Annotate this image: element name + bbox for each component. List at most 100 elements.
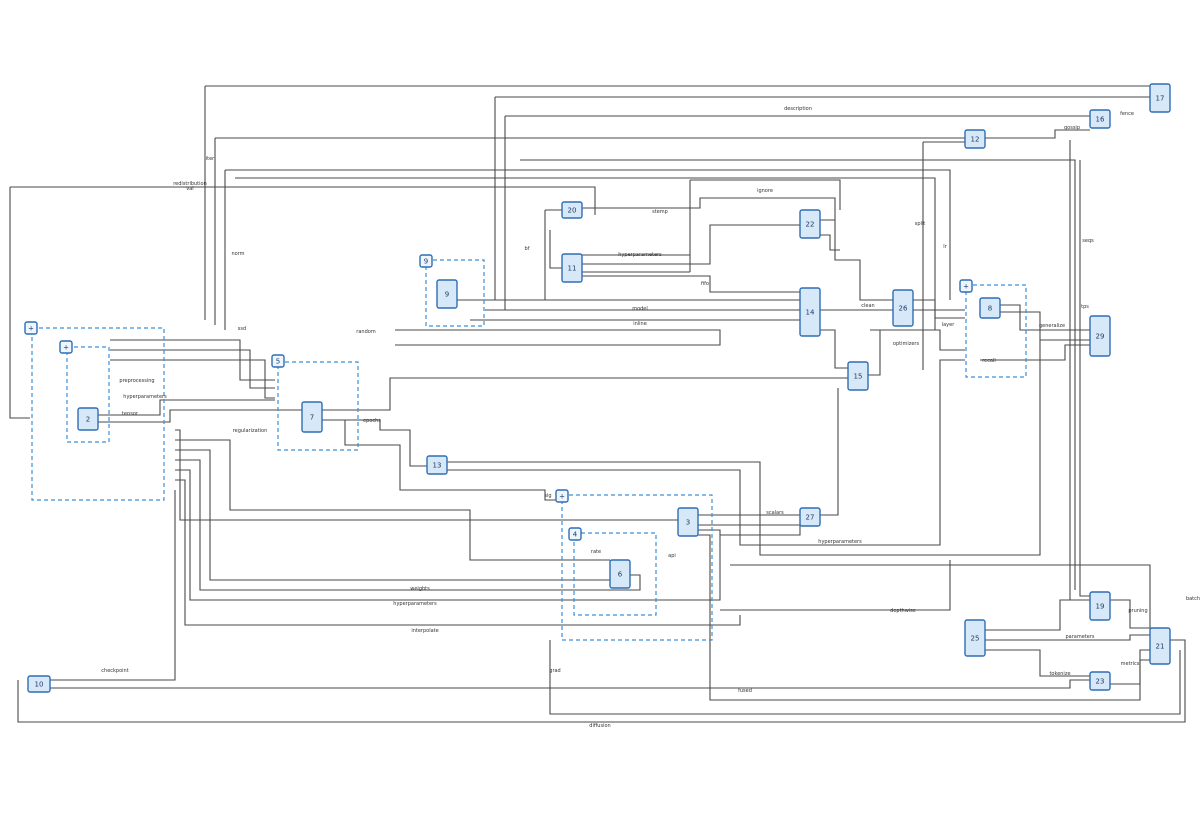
node-22[interactable]: 22 [799,209,821,239]
node-box[interactable] [301,401,323,433]
node-19[interactable]: 19 [1089,591,1111,621]
node-label: 25 [971,635,980,643]
node-label: + [963,283,969,291]
node-box[interactable] [799,507,821,527]
node-box[interactable] [1089,591,1111,621]
node-box[interactable] [1089,109,1111,129]
node-box[interactable] [561,201,583,219]
group-collapse-icon[interactable] [568,527,582,541]
connector-line [447,340,1041,556]
edge-label: regularization [233,428,268,434]
node-box[interactable] [964,129,986,149]
connector-line [235,177,936,330]
connector-line [698,534,1150,701]
node-box[interactable] [77,407,99,431]
connector-line [110,359,275,399]
node-20[interactable]: 20 [561,201,583,219]
node-box[interactable] [1089,671,1111,691]
edge-label: tokenize [1049,671,1070,677]
node-21[interactable]: 21 [1149,627,1171,665]
node-7[interactable]: 7 [301,401,323,433]
node-label: 2 [86,416,90,424]
connector-line [820,329,848,369]
node-15[interactable]: 15 [847,361,869,391]
node-g-left-inner[interactable]: + [59,340,73,354]
node-13[interactable]: 13 [426,455,448,475]
node-box[interactable] [436,279,458,309]
group-collapse-icon[interactable] [419,254,433,268]
node-g-9[interactable]: 9 [419,254,433,268]
node-box[interactable] [1149,627,1171,665]
edge-label: gossip [1064,125,1080,131]
connector-line [582,275,800,293]
edge-label: model [632,306,648,312]
node-box[interactable] [27,675,51,693]
edge-label: generalize [1039,323,1065,329]
node-14[interactable]: 14 [799,287,821,337]
node-17[interactable]: 17 [1149,83,1171,113]
edge-label: optimizers [893,341,920,347]
connector-line [1000,311,1090,341]
node-29[interactable]: 29 [1089,315,1111,357]
edge-label: hyperparameters [818,539,862,545]
edge-label: batch [1186,596,1200,602]
connector-line [215,129,1090,139]
connector-line [985,599,1090,631]
edge-label: checkpoint [101,668,128,674]
connector-line [549,230,562,269]
node-g-left-outer[interactable]: + [24,321,38,335]
node-box[interactable] [799,209,821,239]
edge-label: description [784,106,812,112]
edge-label: ssd [238,326,246,332]
node-box[interactable] [847,361,869,391]
node-box[interactable] [964,619,986,657]
connector-line [698,524,801,536]
group-collapse-icon[interactable] [24,321,38,335]
node-23[interactable]: 23 [1089,671,1111,691]
group-collapse-icon[interactable] [59,340,73,354]
node-box[interactable] [609,559,631,589]
node-26[interactable]: 26 [892,289,914,327]
node-box[interactable] [561,253,583,283]
connector-line [582,197,836,221]
edge-label: lr [943,244,947,250]
node-9[interactable]: 9 [436,279,458,309]
node-g-8[interactable]: + [959,279,973,293]
connector-line [175,449,610,581]
connector-line [395,329,721,346]
group-container [31,327,165,501]
group-collapse-icon[interactable] [959,279,973,293]
node-11[interactable]: 11 [561,253,583,283]
node-box[interactable] [892,289,914,327]
node-16[interactable]: 16 [1089,109,1111,129]
node-label: 14 [806,309,815,317]
node-box[interactable] [799,287,821,337]
node-box[interactable] [1149,83,1171,113]
node-box[interactable] [677,507,699,537]
node-3[interactable]: 3 [677,507,699,537]
node-10[interactable]: 10 [27,675,51,693]
edge-label: hyperparameters [123,394,167,400]
node-box[interactable] [426,455,448,475]
connector-line [1079,160,1090,597]
node-box[interactable] [1089,315,1111,357]
node-8[interactable]: 8 [979,297,1001,319]
node-label: 10 [35,681,44,689]
node-25[interactable]: 25 [964,619,986,657]
node-2[interactable]: 2 [77,407,99,431]
group-container [66,346,110,443]
node-g-3[interactable]: + [555,489,569,503]
node-12[interactable]: 12 [964,129,986,149]
node-g-7[interactable]: 5 [271,354,285,368]
connector-line [98,409,302,423]
group-container [573,532,657,616]
node-label: 16 [1096,116,1105,124]
node-box[interactable] [979,297,1001,319]
group-collapse-icon[interactable] [555,489,569,503]
group-collapse-icon[interactable] [271,354,285,368]
node-6[interactable]: 6 [609,559,631,589]
node-27[interactable]: 27 [799,507,821,527]
node-g-6[interactable]: 4 [568,527,582,541]
